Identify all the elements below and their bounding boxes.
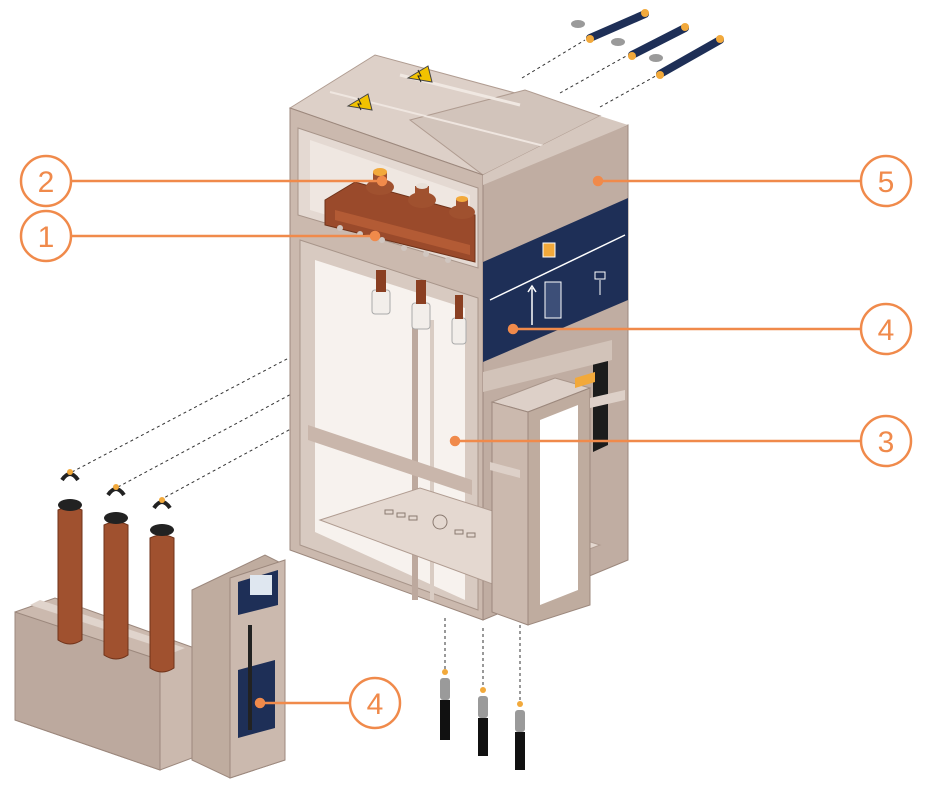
circuit-breaker-truck <box>14 469 286 779</box>
bushing-icon <box>449 196 475 219</box>
svg-text:1: 1 <box>38 221 55 254</box>
callout-1: 1 <box>19 209 73 263</box>
callout-4-breaker: 4 <box>348 676 402 730</box>
callout-3: 3 <box>859 414 913 468</box>
svg-text:5: 5 <box>878 166 895 199</box>
cable-plug-icon <box>440 669 450 740</box>
busbar-icon <box>611 23 689 60</box>
bushing-icon <box>408 183 436 208</box>
warning-sign-icon <box>406 65 433 83</box>
insulator-set <box>371 270 467 345</box>
cable-plug-icon <box>515 701 525 770</box>
busbar-icon <box>571 9 649 43</box>
vacuum-interrupter-icon <box>149 497 175 673</box>
callout-5: 5 <box>859 154 913 208</box>
svg-text:4: 4 <box>367 688 384 721</box>
cable-plugs <box>440 669 525 770</box>
warning-sign-icon <box>346 93 373 111</box>
control-panel <box>483 198 628 362</box>
switch-symbol-icon <box>527 284 537 325</box>
callout-2: 2 <box>19 154 73 208</box>
svg-text:4: 4 <box>878 314 895 347</box>
callout-4-panel: 4 <box>859 302 913 356</box>
busbar-icon <box>649 35 724 79</box>
cable-plug-icon <box>478 687 488 756</box>
svg-text:2: 2 <box>38 166 55 199</box>
vacuum-interrupter-icon <box>57 469 83 645</box>
vacuum-interrupter-icon <box>103 484 129 660</box>
busbar-set <box>571 9 724 79</box>
svg-text:3: 3 <box>878 426 895 459</box>
front-frame-panel <box>490 372 625 626</box>
callout-leaders <box>72 175 860 709</box>
